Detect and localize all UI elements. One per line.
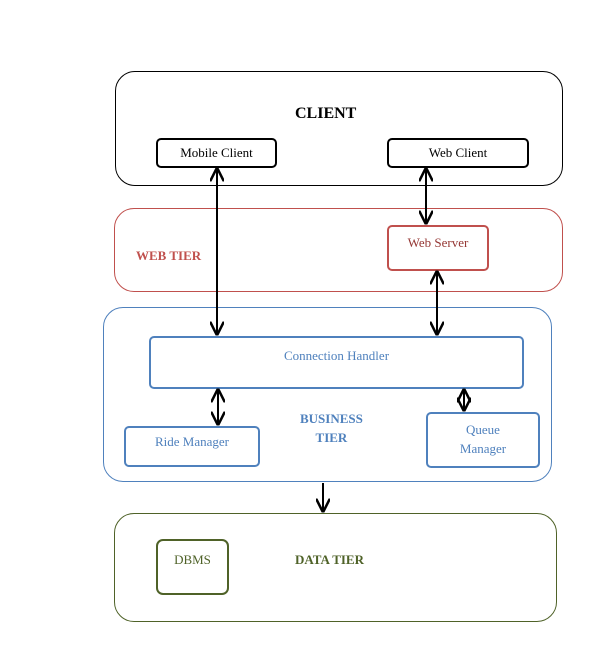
web-client-box: Web Client [387,138,529,168]
data-tier-label: DATA TIER [295,552,364,567]
client-tier [115,71,563,186]
business-tier [103,307,552,482]
mobile-client-box: Mobile Client [156,138,277,168]
client-tier-label: CLIENT [295,105,357,122]
web-server-box: Web Server [387,225,489,271]
web-tier [114,208,563,292]
dbms-box: DBMS [156,539,229,595]
business-tier-label-line1: BUSINESS [300,411,363,426]
business-tier-label-line2: TIER [315,429,348,445]
queue-manager-line2: Manager [459,441,507,456]
business-tier-label: BUSINESS TIER [300,410,363,448]
data-tier [114,513,557,622]
ride-manager-box: Ride Manager [124,426,260,467]
connection-handler-box: Connection Handler [149,336,524,389]
queue-manager-line1: Queue [466,422,500,438]
queue-manager-box: Queue Manager [426,412,540,468]
web-tier-label: WEB TIER [136,248,202,263]
